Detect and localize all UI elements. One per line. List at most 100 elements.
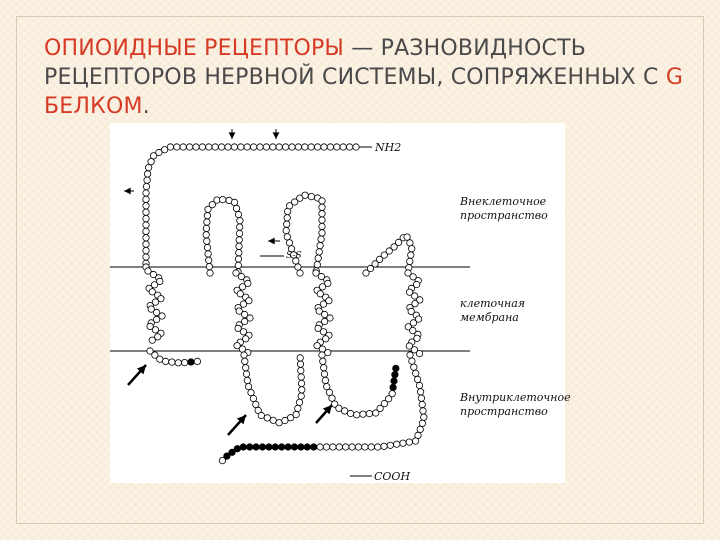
residue bbox=[413, 370, 419, 376]
residue bbox=[150, 153, 156, 159]
residue bbox=[318, 236, 324, 242]
slide-title: Опиоидные рецепторы — разновидность реце… bbox=[44, 34, 694, 121]
residue bbox=[308, 144, 314, 150]
residue bbox=[336, 444, 342, 450]
residue bbox=[253, 401, 259, 407]
residue bbox=[400, 440, 406, 446]
residue bbox=[257, 144, 263, 150]
residue bbox=[149, 337, 155, 343]
residue bbox=[308, 193, 314, 199]
residue-marked bbox=[390, 384, 396, 390]
residue bbox=[408, 252, 414, 258]
residue bbox=[407, 258, 413, 264]
extracellular-label-2: пространство bbox=[460, 209, 548, 222]
residue bbox=[419, 401, 425, 407]
residue bbox=[143, 254, 149, 260]
residue bbox=[203, 232, 209, 238]
residue bbox=[321, 144, 327, 150]
residue bbox=[264, 415, 270, 421]
residue bbox=[293, 411, 299, 417]
residue bbox=[315, 255, 321, 261]
residue bbox=[284, 234, 290, 240]
residue bbox=[321, 365, 327, 371]
residue bbox=[414, 376, 420, 382]
residue bbox=[236, 243, 242, 249]
residue bbox=[237, 224, 243, 230]
residue bbox=[143, 190, 149, 196]
residue bbox=[297, 270, 303, 276]
residue bbox=[144, 171, 150, 177]
pointer-arrow-head bbox=[229, 132, 236, 139]
residue bbox=[206, 263, 212, 269]
residue bbox=[353, 144, 359, 150]
residue-marked bbox=[253, 444, 259, 450]
residue bbox=[295, 264, 301, 270]
residue bbox=[319, 230, 325, 236]
residue bbox=[420, 408, 426, 414]
residue bbox=[270, 144, 276, 150]
pointer-arrow-head bbox=[124, 188, 131, 195]
residue bbox=[143, 228, 149, 234]
residue bbox=[241, 352, 247, 358]
residue bbox=[144, 177, 150, 183]
pointer-arrow bbox=[316, 405, 332, 423]
residue-marked bbox=[272, 444, 278, 450]
residue bbox=[302, 144, 308, 150]
residue-marked bbox=[291, 444, 297, 450]
residue bbox=[418, 395, 424, 401]
residue bbox=[282, 144, 288, 150]
residue bbox=[143, 183, 149, 189]
residue bbox=[143, 241, 149, 247]
intracellular-label-2: пространство bbox=[460, 405, 548, 418]
residue bbox=[343, 444, 349, 450]
residue bbox=[366, 410, 372, 416]
residue bbox=[298, 374, 304, 380]
residue bbox=[342, 408, 348, 414]
pointer-arrow bbox=[124, 188, 134, 195]
residue bbox=[235, 211, 241, 217]
residue bbox=[360, 411, 366, 417]
residue bbox=[143, 203, 149, 209]
residue bbox=[297, 361, 303, 367]
residue bbox=[145, 164, 151, 170]
residue bbox=[193, 144, 199, 150]
residue bbox=[284, 221, 290, 227]
membrane-label-2: мембрана bbox=[460, 311, 519, 324]
residue bbox=[204, 219, 210, 225]
residue bbox=[242, 358, 248, 364]
residue bbox=[218, 144, 224, 150]
residue bbox=[231, 199, 237, 205]
residue bbox=[319, 352, 325, 358]
residue bbox=[319, 198, 325, 204]
residue-marked bbox=[188, 359, 194, 365]
residue bbox=[204, 244, 210, 250]
residue-marked bbox=[311, 444, 317, 450]
residue bbox=[231, 144, 237, 150]
residue bbox=[416, 382, 422, 388]
residue bbox=[417, 426, 423, 432]
residue bbox=[220, 196, 226, 202]
nh2-label: NH2 bbox=[375, 141, 401, 154]
residue bbox=[203, 225, 209, 231]
residue bbox=[314, 144, 320, 150]
residue bbox=[243, 371, 249, 377]
residue bbox=[317, 242, 323, 248]
residue bbox=[244, 377, 250, 383]
residue bbox=[212, 144, 218, 150]
residue bbox=[143, 209, 149, 215]
residue bbox=[270, 417, 276, 423]
residue bbox=[349, 444, 355, 450]
residue bbox=[406, 439, 412, 445]
residue bbox=[162, 358, 168, 364]
residue bbox=[237, 218, 243, 224]
residue bbox=[354, 412, 360, 418]
residue-marked bbox=[298, 444, 304, 450]
cooh-label: COOH bbox=[374, 470, 410, 483]
pointer-arrow bbox=[268, 238, 280, 245]
residue bbox=[407, 352, 413, 358]
residue bbox=[322, 377, 328, 383]
receptor-diagram: NH2 S-S COOH Внеклеточное пространство к… bbox=[110, 123, 565, 483]
residue bbox=[289, 144, 295, 150]
residue bbox=[286, 240, 292, 246]
residue bbox=[389, 391, 395, 397]
